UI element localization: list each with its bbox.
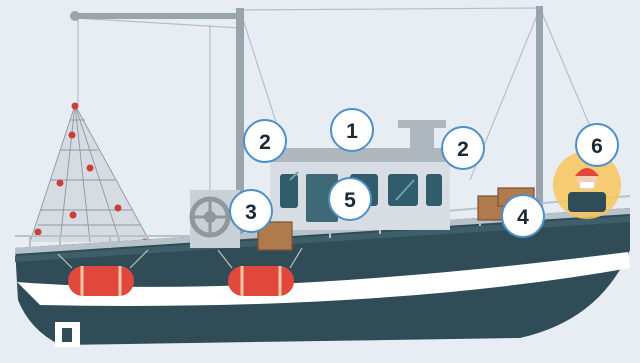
marker-5: 5 bbox=[329, 178, 371, 220]
marker-6: 6 bbox=[576, 124, 618, 166]
svg-text:3: 3 bbox=[245, 201, 257, 224]
svg-text:5: 5 bbox=[344, 189, 356, 212]
rear-mast bbox=[536, 6, 543, 206]
svg-text:2: 2 bbox=[457, 138, 469, 161]
svg-text:1: 1 bbox=[346, 120, 358, 143]
svg-text:4: 4 bbox=[517, 206, 529, 229]
marker-4: 4 bbox=[502, 195, 544, 237]
svg-text:2: 2 bbox=[259, 131, 271, 154]
svg-text:6: 6 bbox=[591, 135, 603, 158]
marker-2-left: 2 bbox=[244, 120, 286, 162]
marker-1: 1 bbox=[331, 109, 373, 151]
marker-3: 3 bbox=[230, 190, 272, 232]
marker-2-right: 2 bbox=[442, 127, 484, 169]
fishing-net bbox=[30, 103, 150, 246]
